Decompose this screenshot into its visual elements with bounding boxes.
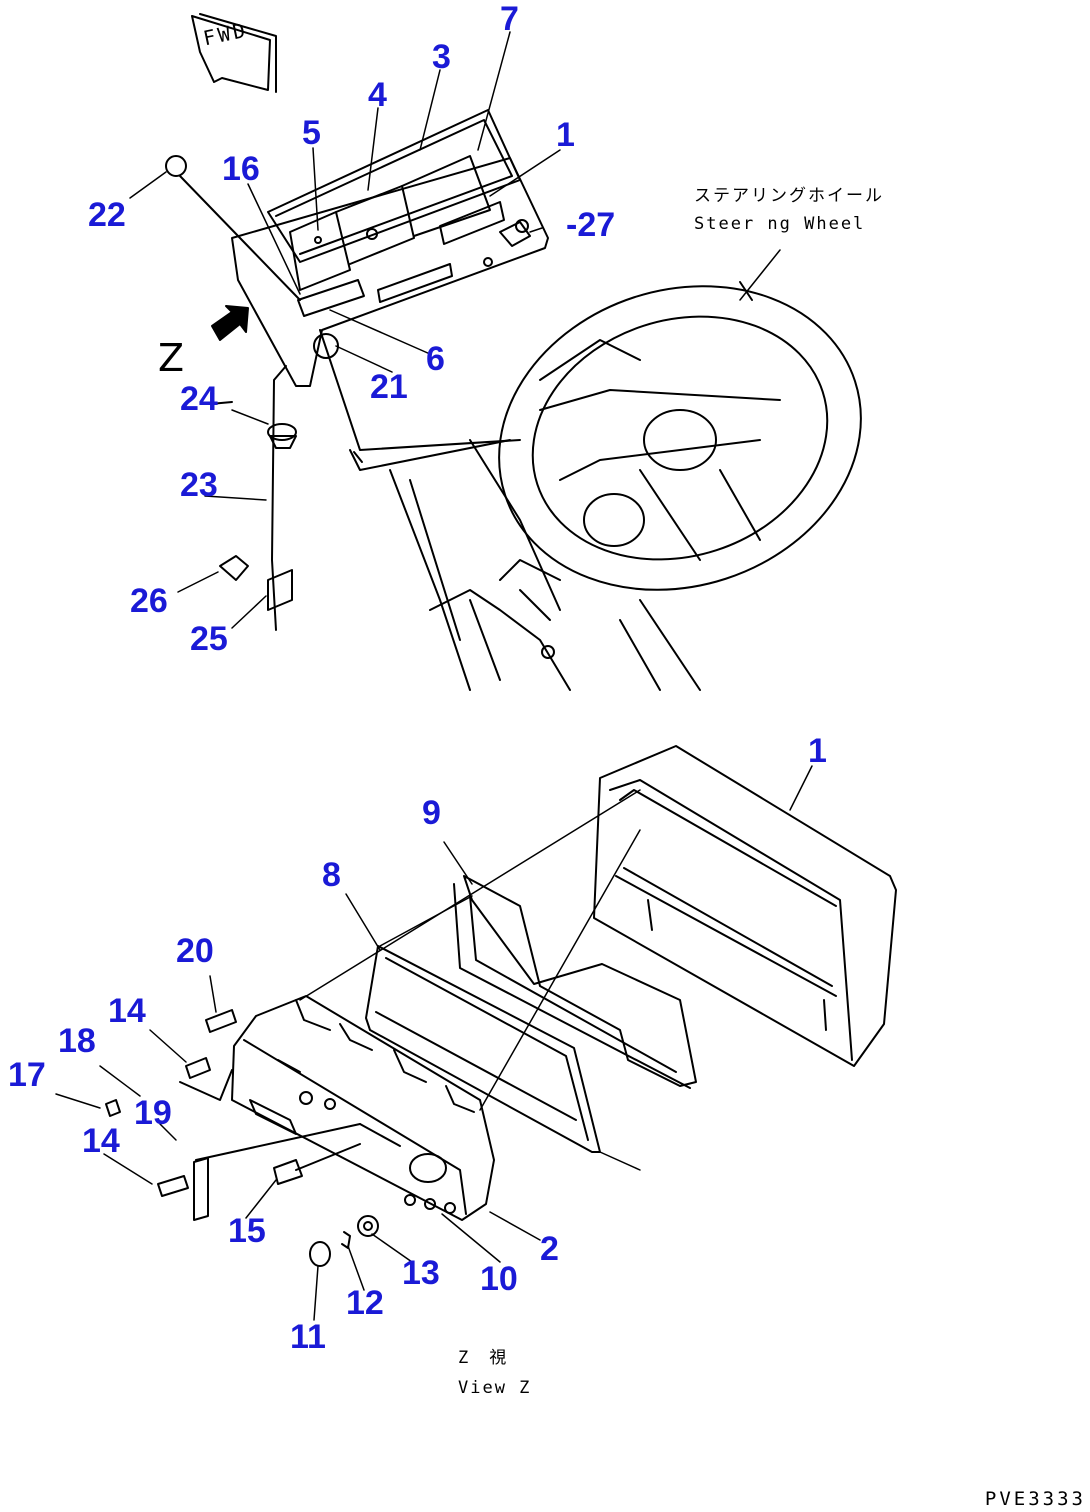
meter-case-cover [593,745,897,1067]
drawing-code: PVE3333 [984,1488,1086,1510]
view-z-label-en: View Z [458,1378,532,1398]
callout-3: 3 [432,38,451,76]
harness-left [165,155,301,631]
callout-27: -27 [566,206,616,244]
instrument-panel-top [231,109,549,387]
explosion-lines [299,789,641,1171]
callout-12: 12 [346,1284,384,1322]
view-arrow-label: Z [158,336,185,380]
callout-8: 8 [322,856,341,894]
leader-lines-bottom [55,765,813,1321]
callout-18: 18 [58,1022,96,1060]
callout-24: 24 [180,380,218,418]
gasket-9 [453,875,697,1089]
callout-23: 23 [180,466,218,504]
meter-board-2 [231,995,495,1221]
callout-20: 20 [176,932,214,970]
callout-26: 26 [130,582,168,620]
callout-1-top: 1 [556,116,575,154]
fwd-tag [191,13,277,93]
callout-22: 22 [88,196,126,234]
leader-lines-top [129,31,781,629]
callout-21: 21 [370,368,408,406]
callout-15: 15 [228,1212,266,1250]
small-parts-bottom [105,1009,379,1267]
callout-10: 10 [480,1260,518,1298]
steering-wheel-label-jp: ステアリングホイール [694,186,884,206]
callout-11: 11 [290,1318,326,1356]
callout-14-a: 14 [108,992,146,1030]
steering-wheel [498,281,862,591]
steering-wheel-label-en: Steer ng Wheel [694,214,866,234]
callout-9: 9 [422,794,441,832]
callout-17: 17 [8,1056,46,1094]
steering-column [319,329,701,691]
callout-5: 5 [302,114,321,152]
plate-8 [365,945,601,1153]
view-z-label-jp: Z 視 [458,1348,509,1368]
callout-14-b: 14 [82,1122,120,1160]
callout-7: 7 [500,0,519,38]
callout-6: 6 [426,340,445,378]
callout-13: 13 [402,1254,440,1292]
callout-1-bottom: 1 [808,732,827,770]
callout-25: 25 [190,620,228,658]
callout-4: 4 [368,76,387,114]
view-arrow-icon [211,305,249,341]
callout-19: 19 [134,1094,172,1132]
callout-16: 16 [222,150,260,188]
callout-2: 2 [540,1230,559,1268]
